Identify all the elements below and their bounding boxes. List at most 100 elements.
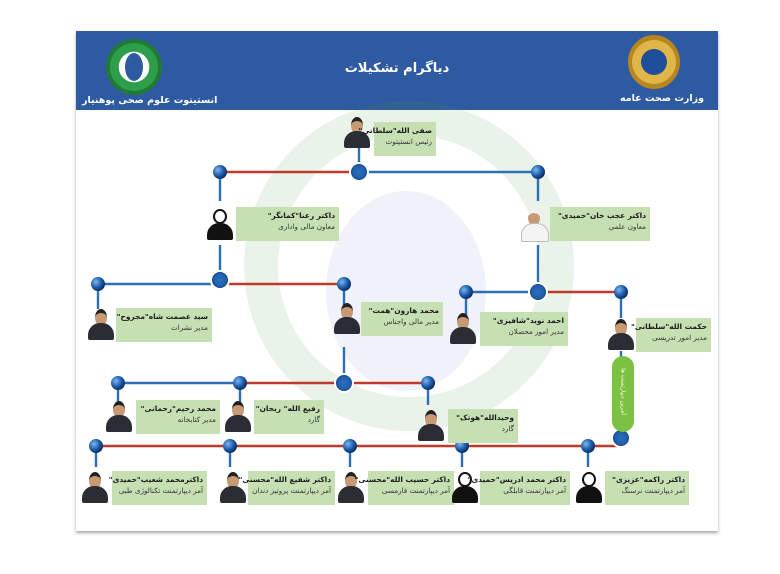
person-card: محمد رحیم"رحمانی" مدیر کتابخانه (136, 400, 220, 434)
person-name: داکتر راکمه"عزیزی" (612, 475, 685, 484)
header-banner: انستیتوت علوم صحی پوهنیار دیاگرام تشکیلا… (76, 31, 718, 110)
avatar-body (418, 424, 444, 441)
avatar-head (95, 309, 107, 326)
person-name: داکتر عجب خان"حمیدی" (557, 211, 646, 220)
person-avatar-icon (104, 400, 134, 432)
person-role: مدیر کتابخانه (177, 415, 216, 424)
avatar-head (213, 209, 227, 224)
avatar-head (351, 117, 363, 134)
hub-admin (210, 270, 230, 290)
hub-academic (528, 282, 548, 302)
connector-lines (89, 143, 631, 467)
avatar-head (227, 472, 239, 489)
person-card: رفیع الله" ریحان" گارد (254, 400, 324, 434)
node-group (89, 162, 631, 453)
node-guard1 (233, 376, 247, 390)
avatar-body (207, 223, 233, 240)
person-card: صفی الله"سلطانی" رئیس انستیتوت (358, 122, 436, 156)
ministry-logo-icon (628, 35, 680, 89)
person-role: معاون علمی (608, 222, 646, 231)
person-card: داکترمحمد شعیب"حمیدی" آمر دیپارتمنت تکنال… (108, 471, 207, 505)
person-role: مدیر امور محصلان (508, 327, 564, 336)
org-chart-slide: انستیتوت علوم صحی پوهنیار دیاگرام تشکیلا… (76, 31, 718, 531)
person-role: آمر دیپارتمنت نرسنگ (621, 486, 685, 495)
node-library (111, 376, 125, 390)
person-name: داکتر شفیع الله"محسنی" (238, 475, 331, 484)
avatar-body (88, 323, 114, 340)
person-card: داکتر راکمه"عزیزی" آمر دیپارتمنت نرسنگ (605, 471, 689, 505)
person-card: داکتر عجب خان"حمیدی" معاون علمی (550, 207, 650, 241)
avatar-body (450, 327, 476, 344)
avatar-head (113, 401, 125, 418)
person-name: وحیدالله"هوتک" (456, 413, 514, 422)
person-name: داکترمحمد شعیب"حمیدی" (108, 475, 203, 484)
avatar-head (615, 319, 627, 336)
avatar-head (89, 472, 101, 489)
person-role: گارد (307, 415, 320, 424)
person-role: آمر دیپارتمنت فارمسی (381, 486, 450, 495)
person-avatar-icon (218, 471, 248, 503)
hub-finance (334, 373, 354, 393)
avatar-head (582, 472, 596, 487)
avatar-body (106, 415, 132, 432)
avatar-body (225, 415, 251, 432)
person-avatar-icon (519, 208, 549, 242)
node-dept-1 (89, 439, 103, 453)
person-name: رفیع الله" ریحان" (255, 404, 320, 413)
person-card: داکتر رعنا"کمانگر"معاون مالی واداری (236, 207, 339, 241)
person-avatar-icon (574, 471, 604, 503)
avatar-body (338, 486, 364, 503)
person-name: محمد رحیم"رحمانی" (140, 404, 216, 413)
node-dept-3 (343, 439, 357, 453)
person-role: مدیر امور تدریسی (652, 333, 707, 342)
person-card: داکتر شفیع الله"محسنی"آمر دیپارتمنت پروت… (238, 471, 335, 505)
person-card: داکتر حسیب الله"محسنی" آمر دیپارتمنت فارم… (354, 471, 454, 505)
person-avatar-icon (450, 471, 480, 503)
person-card: وحیدالله"هوتک" گارد (448, 409, 518, 443)
departments-box-label: آمرین دیپارتمنت ها (619, 368, 627, 415)
avatar-body (452, 486, 478, 503)
node-teaching (614, 285, 628, 299)
person-avatar-icon (80, 471, 110, 503)
person-avatar-icon (416, 409, 446, 441)
person-avatar-icon (205, 208, 235, 240)
person-avatar-icon (86, 308, 116, 340)
person-role: گارد (501, 424, 514, 433)
node-l1-left (213, 165, 227, 179)
avatar-body (608, 333, 634, 350)
avatar-head (232, 401, 244, 418)
person-name: سید عصمت شاه"مجروح" (116, 312, 208, 321)
page-title: دیاگرام تشکیلات (344, 61, 450, 76)
person-role: مدیر مالی واجناس (383, 317, 439, 326)
node-dept-5 (581, 439, 595, 453)
avatar-head (345, 472, 357, 489)
node-dept-2 (223, 439, 237, 453)
avatar-body (344, 131, 370, 148)
node-l1-right (531, 165, 545, 179)
avatar-head (528, 209, 540, 226)
person-name: احمد نوید"شافیزی" (492, 316, 564, 325)
node-guard2 (421, 376, 435, 390)
person-role: معاون مالی واداری (278, 222, 335, 231)
avatar-body (82, 486, 108, 503)
person-name: داکتر محمد ادریس"حمیدی" (467, 475, 566, 484)
avatar-body (576, 486, 602, 503)
person-role: آمر دیپارتمنت تکنالوژی طبی (118, 486, 203, 495)
ministry-name: وزارت صحت عامه (619, 93, 704, 104)
institute-name: انستیتوت علوم صحی پوهنیار (82, 95, 218, 106)
avatar-head (457, 313, 469, 330)
person-role: آمر دیپارتمنت قابلگی (503, 486, 566, 495)
person-name: صفی الله"سلطانی" (358, 126, 432, 135)
person-name: داکتر حسیب الله"محسنی" (354, 475, 451, 484)
hub-director (349, 162, 369, 182)
person-avatar-icon (606, 318, 636, 350)
person-avatar-icon (223, 400, 253, 432)
avatar-head (425, 410, 437, 427)
person-card: احمد نوید"شافیزی" مدیر امور محصلان (480, 312, 568, 346)
avatar-head (341, 303, 353, 320)
person-avatar-icon (336, 471, 366, 503)
avatar-body (521, 223, 549, 242)
person-role: رئیس انستیتوت (385, 137, 432, 146)
person-card: حکمت الله"سلطانی"مدیر امور تدریسی (631, 318, 711, 352)
person-avatar-icon (332, 302, 362, 334)
